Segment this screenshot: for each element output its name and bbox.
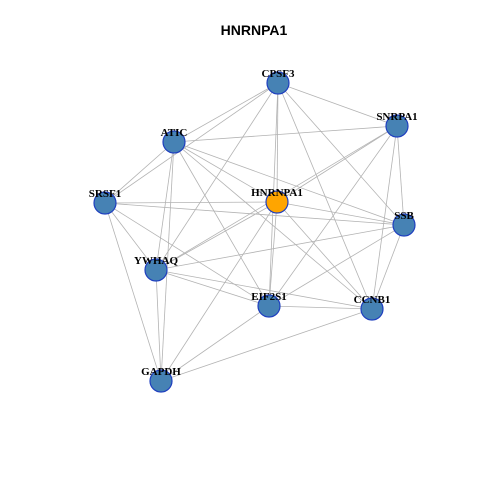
edge-snrpa1-eif2s1 xyxy=(268,125,398,307)
node-label-snrpa1: SNRPA1 xyxy=(376,111,417,123)
node-label-atic: ATIC xyxy=(161,127,188,139)
node-gapdh xyxy=(149,369,173,393)
edge-ywhaq-ccnb1 xyxy=(155,269,373,310)
node-atic xyxy=(162,130,186,154)
edge-atic-hnrnpa1 xyxy=(173,141,278,203)
edge-hnrnpa1-ssb xyxy=(276,201,405,226)
node-hnrnpa1 xyxy=(265,190,289,214)
node-snrpa1 xyxy=(385,114,409,138)
edge-hnrnpa1-ywhaq xyxy=(155,201,278,271)
edge-atic-ywhaq xyxy=(155,141,175,271)
node-label-cpsf3: CPSF3 xyxy=(262,68,296,80)
node-label-ssb: SSB xyxy=(394,210,414,222)
edge-atic-ssb xyxy=(173,141,405,226)
edge-snrpa1-hnrnpa1 xyxy=(276,125,398,203)
node-label-hnrnpa1: HNRNPA1 xyxy=(251,187,303,199)
edge-snrpa1-ccnb1 xyxy=(371,125,398,310)
edge-cpsf3-srsf1 xyxy=(104,82,279,204)
edge-srsf1-ywhaq xyxy=(104,202,157,271)
edge-hnrnpa1-ccnb1 xyxy=(276,201,373,310)
edge-cpsf3-ssb xyxy=(277,82,405,226)
edge-atic-eif2s1 xyxy=(173,141,270,307)
node-eif2s1 xyxy=(257,294,281,318)
edge-ccnb1-gapdh xyxy=(160,308,373,382)
edge-ssb-eif2s1 xyxy=(268,224,405,307)
edge-ssb-ywhaq xyxy=(155,224,405,271)
node-cpsf3 xyxy=(266,71,290,95)
edge-cpsf3-ywhaq xyxy=(155,82,279,271)
edge-cpsf3-snrpa1 xyxy=(277,82,398,127)
edge-snrpa1-ssb xyxy=(396,125,405,226)
edge-srsf1-gapdh xyxy=(104,202,162,382)
node-label-gapdh: GAPDH xyxy=(141,366,181,378)
edge-ywhaq-eif2s1 xyxy=(155,269,270,307)
diagram-title: HNRNPA1 xyxy=(221,22,288,38)
node-label-ywhaq: YWHAQ xyxy=(134,255,178,267)
edge-hnrnpa1-srsf1 xyxy=(104,201,278,204)
edge-atic-srsf1 xyxy=(104,141,175,204)
node-label-ccnb1: CCNB1 xyxy=(354,294,391,306)
node-srsf1 xyxy=(93,191,117,215)
edge-ssb-ccnb1 xyxy=(371,224,405,310)
node-ccnb1 xyxy=(360,297,384,321)
edge-hnrnpa1-eif2s1 xyxy=(268,201,278,307)
edge-cpsf3-hnrnpa1 xyxy=(276,82,279,203)
edge-layer xyxy=(104,82,405,382)
edge-eif2s1-ccnb1 xyxy=(268,305,373,310)
node-ywhaq xyxy=(144,258,168,282)
edge-srsf1-ssb xyxy=(104,202,405,226)
edge-snrpa1-atic xyxy=(173,125,398,143)
edge-cpsf3-ccnb1 xyxy=(277,82,373,310)
edge-ywhaq-gapdh xyxy=(155,269,162,382)
node-label-srsf1: SRSF1 xyxy=(89,188,121,200)
node-layer xyxy=(93,71,416,393)
edge-atic-ccnb1 xyxy=(173,141,373,310)
edge-eif2s1-gapdh xyxy=(160,305,270,382)
node-label-eif2s1: EIF2S1 xyxy=(251,291,286,303)
edge-cpsf3-atic xyxy=(173,82,279,143)
edge-hnrnpa1-gapdh xyxy=(160,201,278,382)
node-ssb xyxy=(392,213,416,237)
edge-srsf1-eif2s1 xyxy=(104,202,270,307)
edge-atic-gapdh xyxy=(160,141,175,382)
